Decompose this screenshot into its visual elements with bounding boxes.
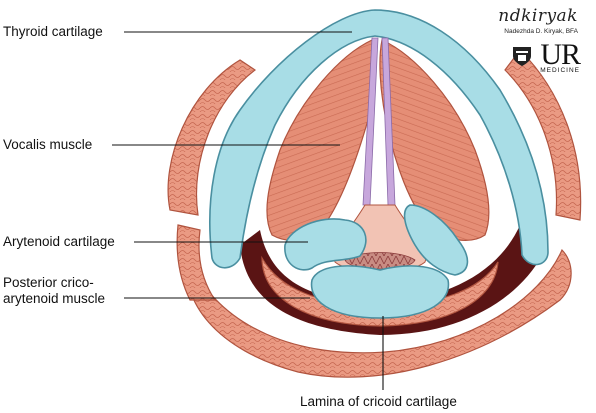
logo-text: UR	[540, 38, 581, 71]
artist-credit: Nadezhda D. Kiryak, BFA	[504, 28, 578, 35]
shield-seal-icon	[513, 47, 531, 66]
artist-signature: ndkiryak	[498, 6, 578, 26]
label-posterior-cricoarytenoid: Posterior crico- arytenoid muscle	[3, 275, 105, 307]
label-pca-line2: arytenoid muscle	[3, 291, 106, 306]
arytenoid-cartilage-right	[403, 204, 469, 276]
outer-tissue-lower	[186, 248, 572, 378]
label-vocalis-muscle: Vocalis muscle	[3, 137, 93, 152]
outer-tissue-left	[167, 59, 257, 216]
cricoid-lamina	[310, 265, 450, 319]
label-pca-line1: Posterior crico-	[3, 275, 94, 290]
label-lamina-cricoid: Lamina of cricoid cartilage	[300, 394, 457, 409]
thyroid-cartilage	[209, 9, 549, 269]
outer-tissue-right	[504, 49, 582, 221]
label-arytenoid-cartilage: Arytenoid cartilage	[3, 234, 115, 249]
outer-tissue-left-lower	[176, 224, 217, 301]
arytenoid-cartilage-left	[284, 218, 367, 271]
label-thyroid-cartilage: Thyroid cartilage	[3, 24, 103, 39]
logo-subtext: MEDICINE	[540, 67, 580, 74]
ur-medicine-logo: UR MEDICINE	[508, 38, 581, 76]
